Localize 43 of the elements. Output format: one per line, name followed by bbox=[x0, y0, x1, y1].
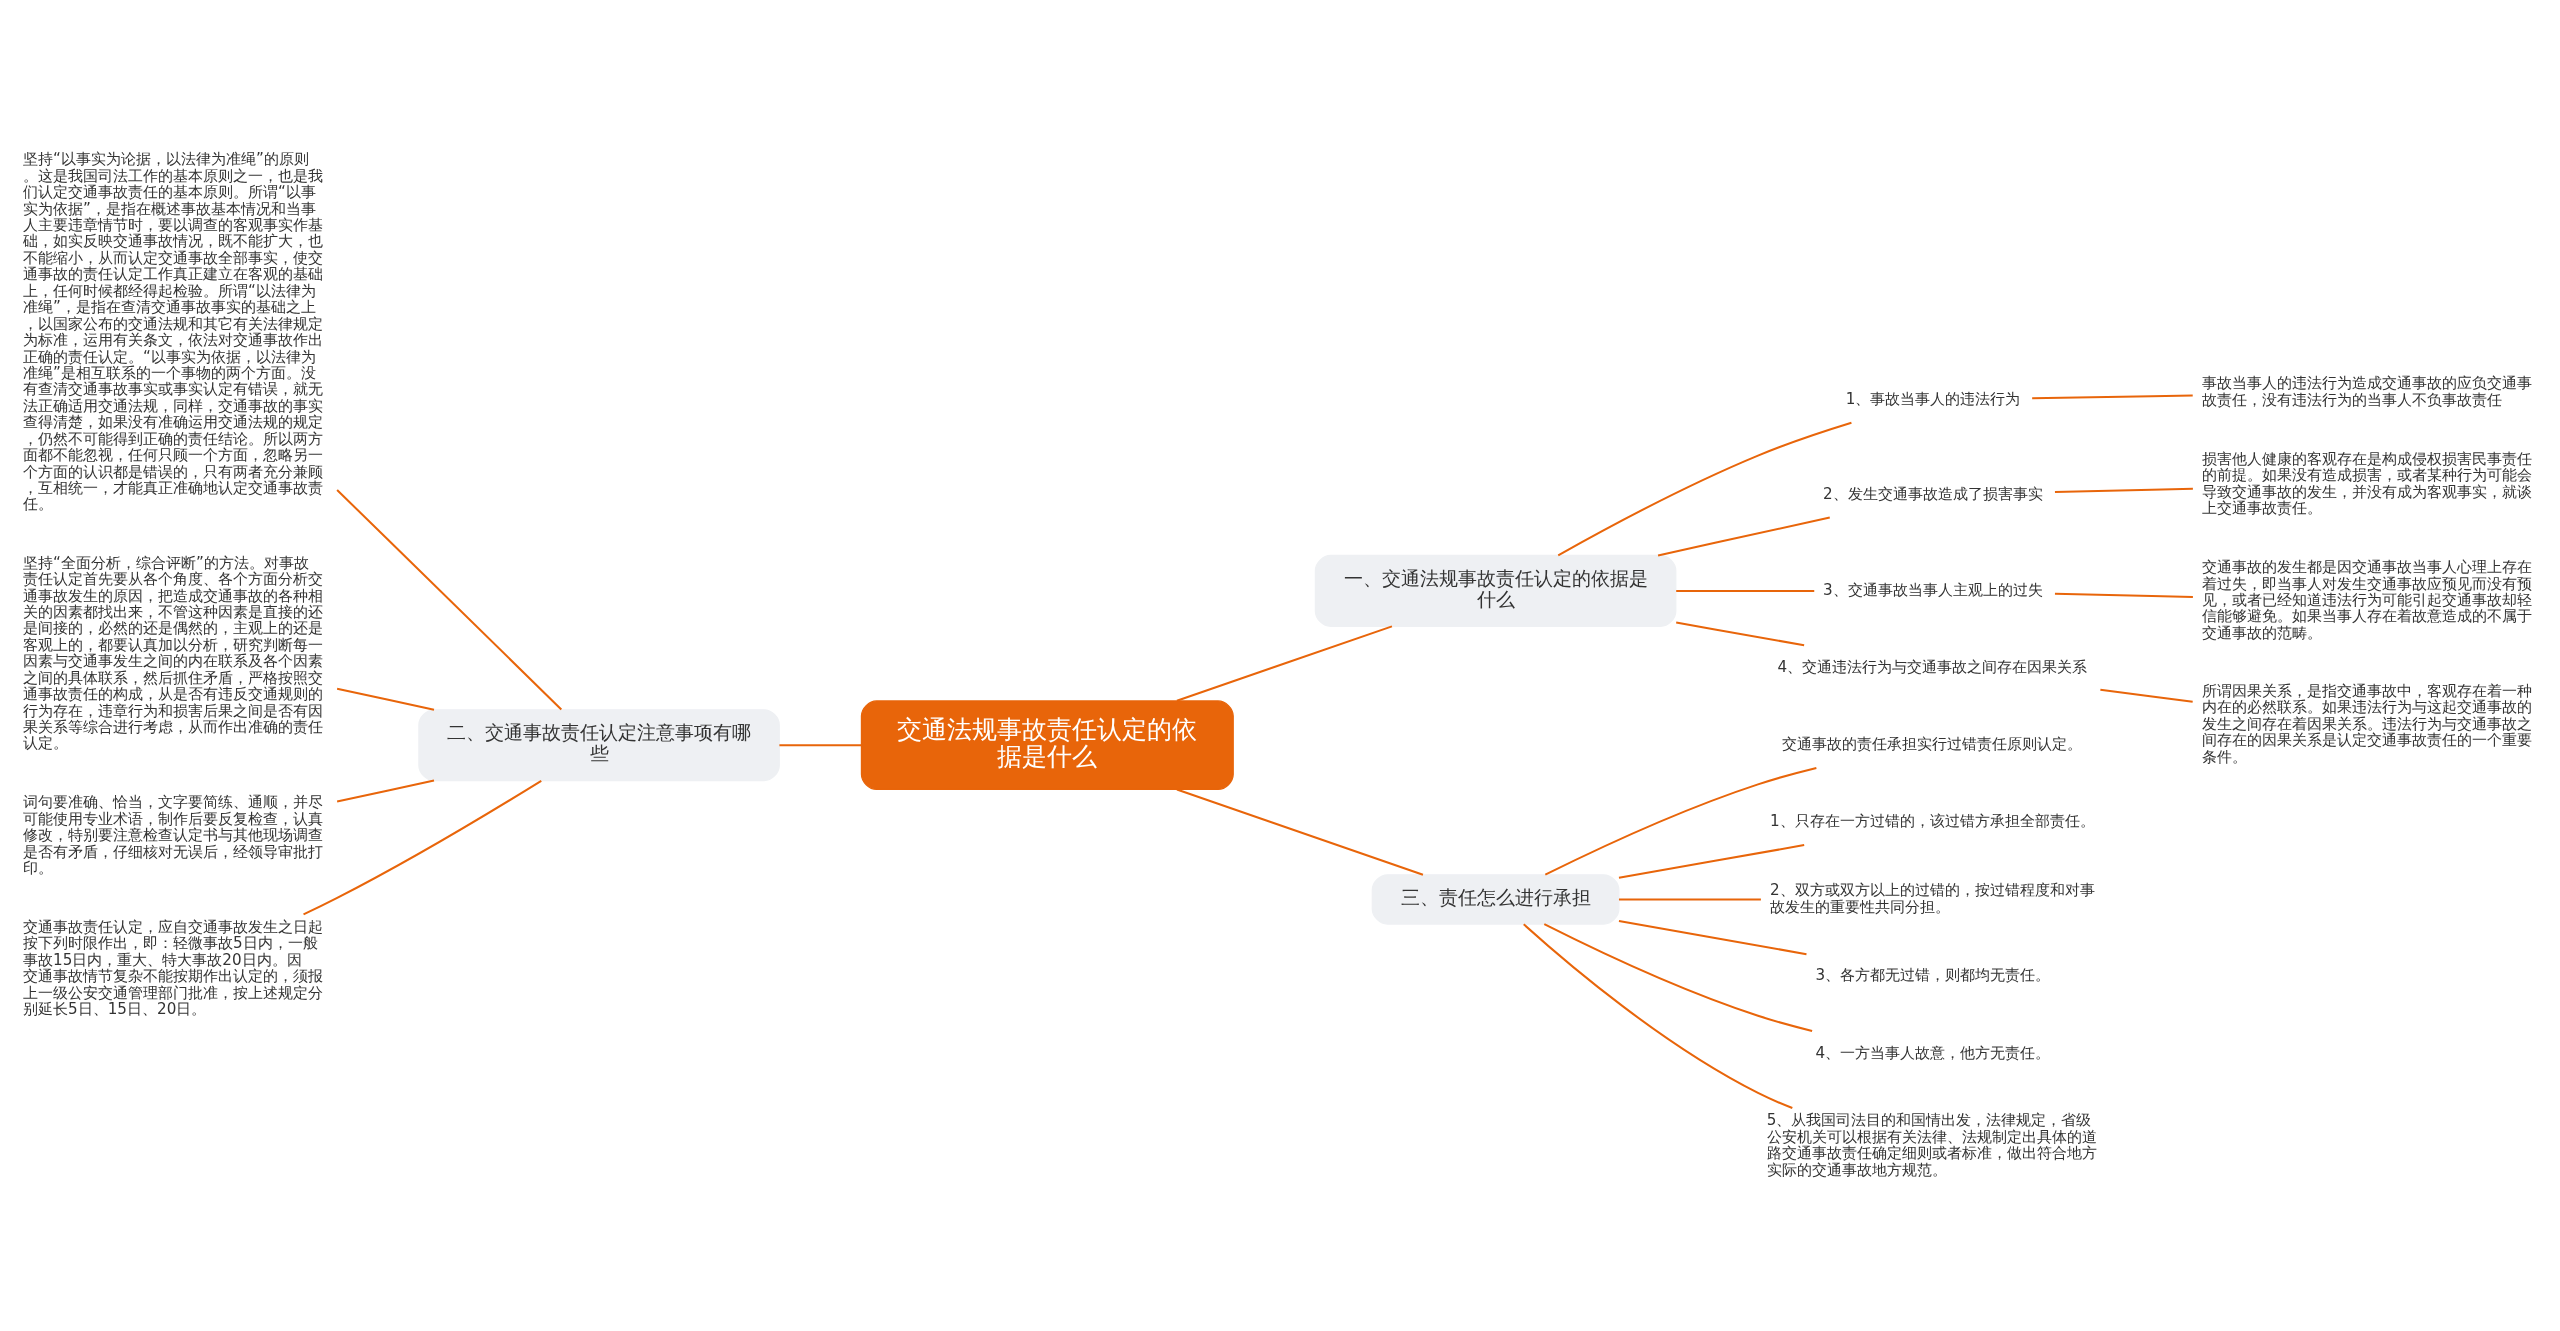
connector bbox=[336, 687, 435, 711]
connector bbox=[1657, 516, 1830, 557]
node-box: 三、责任怎么进行承担 bbox=[1371, 874, 1620, 925]
node-text: 3、各方都无过错，则都均无责任。 bbox=[1815, 966, 2051, 985]
node-text: 交通事故的责任承担实行过错责任原则认定。 bbox=[1782, 735, 2082, 754]
node-text: 3、交通事故当事人主观上的过失 bbox=[1823, 580, 2043, 599]
node-text: 所谓因果关系，是指交通事故中，客观存在着一种内在的必然联系。如果违法行为与这起交通事故的发生之间存在着因果关系。违法行为与交通事故之间存在的因果关系是认定交通事故责任的一个重要条件。 bbox=[2201, 681, 2532, 766]
node-text: 4、一方当事人故意，他方无责任。 bbox=[1815, 1043, 2051, 1062]
connector bbox=[1523, 923, 1793, 1109]
node-text: 词句要准确、恰当，文字要简练、通顺，并尽可能使用专业术语，制作后要反复检查，认真修改，特别要注意检查认定书与其他现场调查是否有矛盾，仔细核对无误后，经领导审批打印。 bbox=[23, 793, 324, 877]
connector bbox=[1544, 766, 1817, 876]
connector bbox=[336, 489, 562, 711]
connector bbox=[1676, 589, 1815, 592]
node-text: 1、只存在一方过错的，该过错方承担全部责任。 bbox=[1769, 812, 2095, 831]
connector bbox=[1618, 898, 1761, 901]
connector bbox=[303, 779, 542, 916]
connector bbox=[1176, 788, 1424, 876]
connector bbox=[2100, 688, 2193, 703]
node-text: 1、事故当事人的违法行为 bbox=[1845, 389, 2021, 408]
connector bbox=[1543, 923, 1813, 1032]
node-text: 4、交通违法行为与交通事故之间存在因果关系 bbox=[1777, 657, 2088, 676]
node-text: 5、从我国司法目的和国情出发，法律规定，省级公安机关可以根据有关法律、法规制定出具体的道路交通事故责任确定细则或者标准，做出符合地方实际的交通事故地方规范。 bbox=[1766, 1111, 2097, 1179]
node-box: 交通法规事故责任认定的依据是什么 bbox=[860, 700, 1234, 791]
connector bbox=[1618, 920, 1807, 956]
connector bbox=[2054, 592, 2193, 598]
node-text: 损害他人健康的客观存在是构成侵权损害民事责任的前提。如果没有造成损害，或者某种行为可能会导致交通事故的发生，并没有成为客观事实，就谈上交通事故责任。 bbox=[2201, 449, 2532, 518]
node-text: 交通事故责任认定，应自交通事故发生之日起按下列时限作出，即：轻微事故5日内，一般事故15日内，重大、特大事故20日内。因交通事故情节复杂不能按期作出认定的，须报上一级公安交通管理部门批准，按上述规定分别延长5日、15日、20日。 bbox=[23, 917, 324, 1018]
node-text: 2、发生交通事故造成了损害事实 bbox=[1823, 484, 2043, 503]
connector bbox=[336, 779, 435, 803]
connector bbox=[779, 744, 862, 747]
node-text: 事故当事人的违法行为造成交通事故的应负交通事故责任，没有违法行为的当事人不负事故责任 bbox=[2201, 374, 2532, 409]
node-text: 坚持“全面分析，综合评断”的方法。对事故责任认定首先要从各个角度、各个方面分析交通事故发生的原因，把造成交通事故的各种相关的因素都找出来，不管这种因素是直接的还是间接的，必然的还是偶然的，主观上的还是客观上的，都要认真加以分析，研究判断每一因素与交通事发生之间的内在联系及各个因素之间的具体联系，然后抓住矛盾，严格按照交通事故责任的构成，从是否有违反交通规则的行为存在，违章行为和损害后果之间是否有因果关系等综合进行考虑，从而作出准确的责任认定。 bbox=[23, 553, 324, 753]
connector bbox=[1176, 625, 1393, 702]
connector bbox=[2054, 487, 2193, 493]
node-box: 二、交通事故责任认定注意事项有哪些 bbox=[418, 709, 780, 782]
connector bbox=[2032, 394, 2193, 400]
node-text: 交通事故的发生都是因交通事故当事人心理上存在着过失，即当事人对发生交通事故应预见而没有预见，或者已经知道违法行为可能引起交通事故却轻信能够避免。如果当事人存在着故意造成的不属于交通事故的范畴。 bbox=[2201, 558, 2532, 642]
node-box: 一、交通法规事故责任认定的依据是什么 bbox=[1314, 554, 1677, 627]
connector bbox=[1557, 421, 1852, 557]
node-text: 2、双方或双方以上的过错的，按过错程度和对事故发生的重要性共同分担。 bbox=[1769, 881, 2095, 916]
node-text: 坚持“以事实为论据，以法律为准绳”的原则。这是我国司法工作的基本原则之一，也是我们认定交通事故责任的基本原则。所谓“以事实为依据”，是指在概述事故基本情况和当事人主要违章情节时，要以调查的客观事实作基础，如实反映交通事故情况，既不能扩大，也不能缩小，从而认定交通事故全部事实，使交通事故的责任认定工作真正建立在客观的基础上，任何时候都经得起检验。所谓“以法律为准绳”，是指在查清交通事故事实的基础之上，以国家公布的交通法规和其它有关法律规定为标准，运用有关条文，依法对交通事故作出正确的责任认定。“以事实为依据，以法律为准绳”是相互联系的一个事物的两个方面。没有查清交通事故事实或事实认定有错误，就无法正确适用交通法规，同样，交通事故的事实查得清楚，如果没有准确运用交通法规的规定，仍然不可能得到正确的责任结论。所以两方面都不能忽视，任何只顾一个方面，忽略另一个方面的认识都是错误的，只有两者充分兼顾，互相统一，才能真正准确地认定交通事故责任。 bbox=[23, 150, 324, 514]
connector bbox=[1618, 844, 1805, 879]
connector bbox=[1676, 621, 1805, 647]
